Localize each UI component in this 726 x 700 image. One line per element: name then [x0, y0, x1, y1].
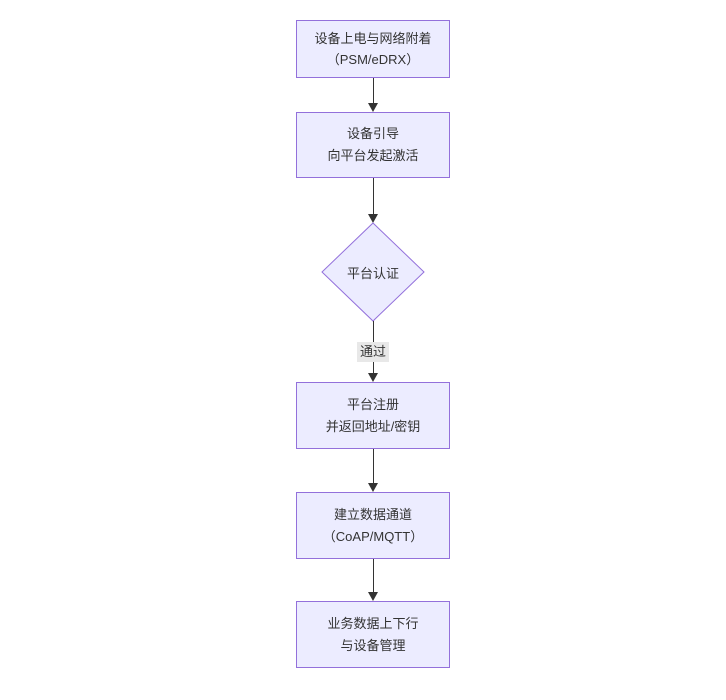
node-line: 向平台发起激活: [327, 148, 419, 163]
flow-node-power-network-attach: 设备上电与网络附着 （PSM/eDRX）: [296, 20, 450, 78]
flow-node-data-channel: 建立数据通道 （CoAP/MQTT）: [296, 492, 450, 559]
node-line: 平台认证: [346, 265, 399, 281]
node-line: 与设备管理: [340, 637, 406, 653]
node-line: 建立数据通道: [333, 506, 412, 522]
node-line: 业务数据上下行: [327, 615, 419, 631]
arrow-b-to-c: [366, 178, 380, 223]
arrowhead-down-icon: [368, 592, 378, 601]
node-line: （PSM/eDRX）: [326, 52, 420, 67]
node-line: 设备上电与网络附着: [314, 31, 432, 46]
node-line: 平台注册: [346, 396, 399, 412]
arrow-shaft: [372, 449, 374, 483]
arrow-d-to-e: [366, 449, 380, 492]
arrow-a-to-b: [366, 78, 380, 112]
node-line: 并返回地址/密钥: [325, 418, 421, 434]
arrowhead-down-icon: [368, 103, 378, 112]
flow-node-business-data: 业务数据上下行 与设备管理: [296, 601, 450, 668]
arrow-shaft: [372, 559, 374, 592]
flow-node-platform-register: 平台注册 并返回地址/密钥: [296, 382, 450, 449]
node-line: 设备引导: [346, 126, 399, 141]
arrow-shaft: [372, 78, 374, 103]
arrow-e-to-f: [366, 559, 380, 601]
decision-node-platform-auth: 平台认证: [321, 222, 425, 322]
arrowhead-down-icon: [368, 214, 378, 223]
edge-label-pass: 通过: [356, 342, 390, 362]
arrow-shaft: [372, 178, 374, 214]
arrowhead-down-icon: [368, 373, 378, 382]
flow-node-device-bootstrap: 设备引导 向平台发起激活: [296, 112, 450, 178]
node-line: （CoAP/MQTT）: [322, 528, 424, 544]
arrowhead-down-icon: [368, 483, 378, 492]
